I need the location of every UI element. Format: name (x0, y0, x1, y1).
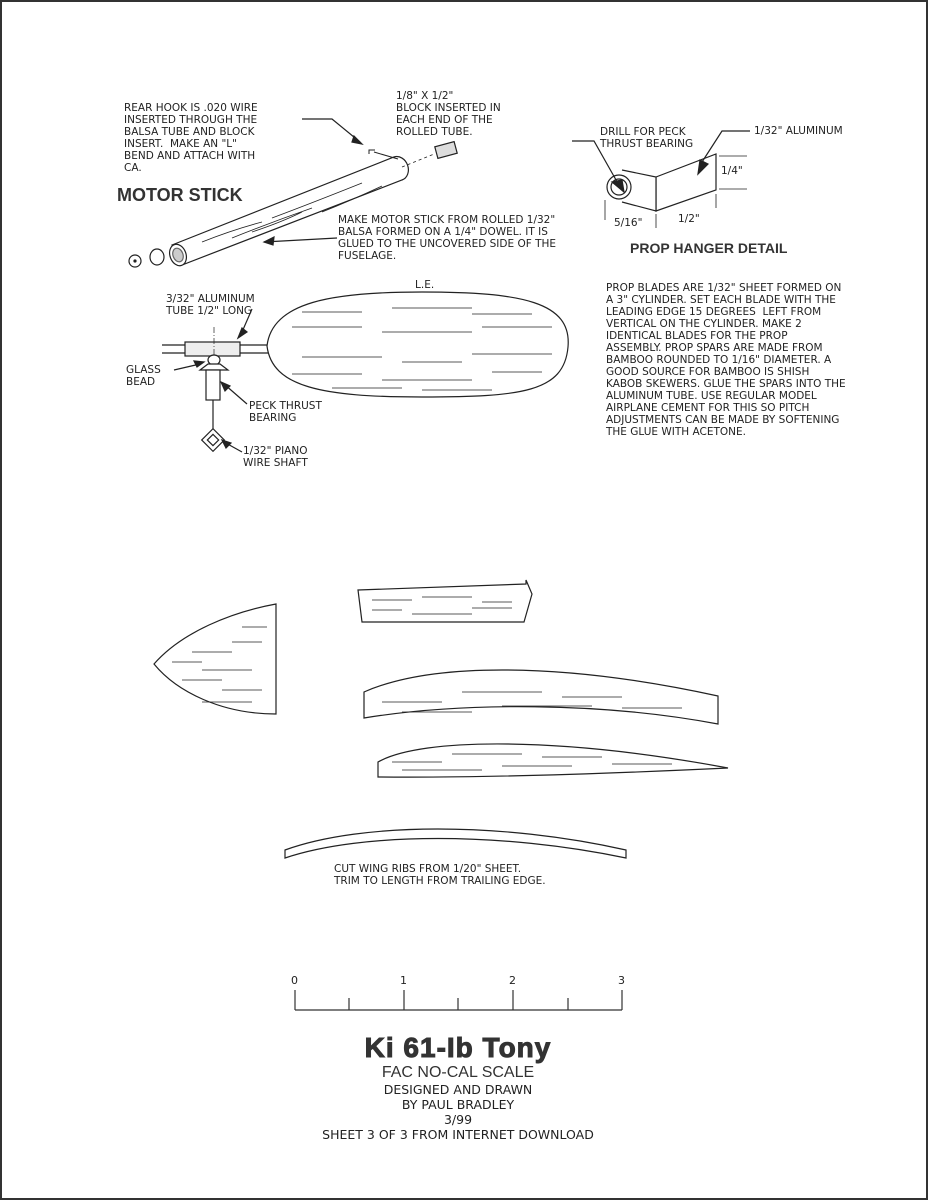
prop-hanger-drawing (572, 130, 750, 228)
dim-radius: 5/16" (614, 217, 643, 229)
rib-note: CUT WING RIBS FROM 1/20" SHEET. TRIM TO … (334, 863, 546, 887)
date: 3/99 (443, 1112, 473, 1127)
sheet-info: SHEET 3 OF 3 FROM INTERNET DOWNLOAD (322, 1127, 594, 1142)
model-title: Ki 61-Ib Tony (364, 1032, 552, 1064)
designer-line-1: DESIGNED AND DRAWN (383, 1082, 533, 1097)
scale-bar (294, 990, 623, 1011)
prop-assembly-drawing (162, 291, 569, 453)
blade-grain (292, 307, 552, 391)
dim-height: 1/4" (721, 165, 743, 177)
glass-bead-label: GLASS BEAD (126, 364, 161, 388)
block-note: 1/8" X 1/2" BLOCK INSERTED IN EACH END O… (396, 90, 501, 138)
subtitle: FAC NO-CAL SCALE (381, 1064, 535, 1081)
scale-label-0: 0 (291, 974, 298, 987)
scale-label-1: 1 (400, 974, 407, 987)
motor-stick-note: MAKE MOTOR STICK FROM ROLLED 1/32" BALSA… (338, 214, 557, 262)
thrust-bearing-label: PECK THRUST BEARING (249, 400, 322, 424)
aluminum-label: 1/32" ALUMINUM (754, 125, 843, 137)
motor-stick-drawing (128, 118, 458, 268)
scale-label-2: 2 (509, 974, 516, 987)
leading-edge-label: L.E. (415, 279, 435, 291)
prop-note: PROP BLADES ARE 1/32" SHEET FORMED ON A … (606, 282, 846, 438)
tube-label: 3/32" ALUMINUM TUBE 1/2" LONG (166, 293, 255, 317)
designer-line-2: BY PAUL BRADLEY (401, 1097, 515, 1112)
dim-length: 1/2" (678, 213, 700, 225)
drill-label: DRILL FOR PECK THRUST BEARING (600, 126, 694, 150)
scale-label-3: 3 (618, 974, 625, 987)
wing-parts (153, 579, 729, 859)
shaft-label: 1/32" PIANO WIRE SHAFT (243, 445, 308, 469)
motor-stick-title: MOTOR STICK (117, 185, 243, 205)
prop-hanger-title: PROP HANGER DETAIL (630, 240, 788, 256)
rear-hook-note: REAR HOOK IS .020 WIRE INSERTED THROUGH … (124, 102, 258, 174)
